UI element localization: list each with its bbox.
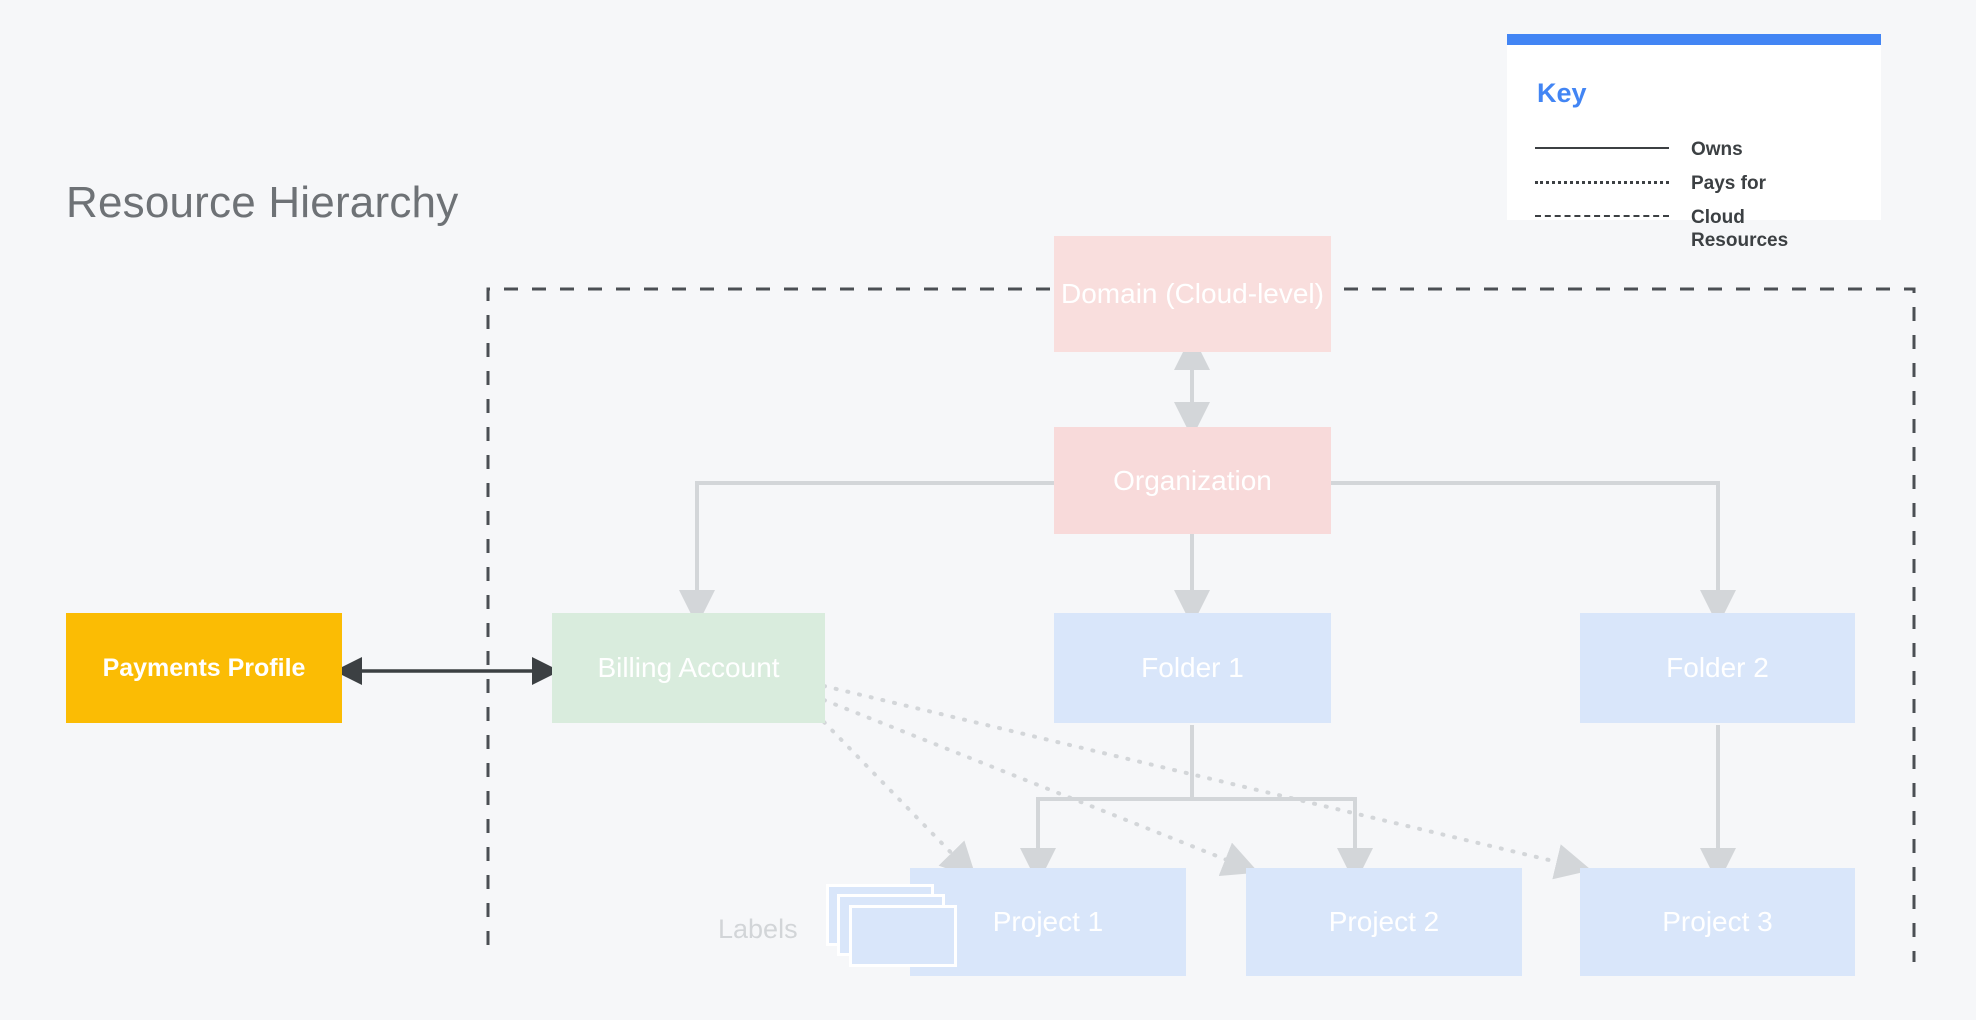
key-line-solid-icon [1535,138,1675,158]
node-project-2[interactable]: Project 2 [1246,868,1522,976]
key-title: Key [1537,78,1587,108]
key-row-pays-for: Pays for [1535,172,1865,195]
key-legend: Key Owns Pays for Cloud Resources [1507,34,1881,251]
edge-folder1-project2 [1192,797,1373,884]
node-project-2-label: Project 2 [1328,906,1440,938]
node-folder-2-label: Folder 2 [1666,652,1769,684]
node-billing-account-label: Billing Account [597,652,780,684]
node-payments-profile[interactable]: Payments Profile [66,613,342,723]
key-row-owns: Owns [1535,138,1865,161]
node-payments-profile-label: Payments Profile [102,654,306,682]
labels-card-stack-icon [826,884,960,968]
node-project-3[interactable]: Project 3 [1580,868,1855,976]
node-folder-2[interactable]: Folder 2 [1580,613,1855,723]
page-title: Resource Hierarchy [66,178,459,227]
node-project-3-label: Project 3 [1662,906,1773,938]
key-line-dashed-icon [1535,206,1675,226]
key-row-cloud-resources: Cloud Resources [1535,206,1865,252]
key-accent-bar [1507,34,1881,45]
edge-folder1-project1 [1020,797,1192,884]
key-line-dotted-icon [1535,172,1675,192]
labels-caption: Labels [718,914,798,944]
key-label-cloud-resources: Cloud Resources [1691,207,1789,252]
node-domain-label: Domain (Cloud-level) [1061,278,1324,310]
node-folder-1[interactable]: Folder 1 [1054,613,1331,723]
node-folder-1-label: Folder 1 [1141,652,1244,684]
label-card-front [849,905,957,967]
node-domain[interactable]: Domain (Cloud-level) [1054,236,1331,352]
edge-billing-project2 [822,698,1259,877]
edge-billing-project1 [822,720,977,879]
node-billing-account[interactable]: Billing Account [552,613,825,723]
edge-organization-billing [679,481,1054,626]
key-label-pays-for: Pays for [1691,173,1766,194]
node-organization-label: Organization [1113,464,1272,496]
key-label-owns: Owns [1691,139,1743,160]
node-organization[interactable]: Organization [1054,427,1331,534]
node-project-1-label: Project 1 [992,906,1104,938]
edge-organization-folder2 [1331,481,1736,626]
